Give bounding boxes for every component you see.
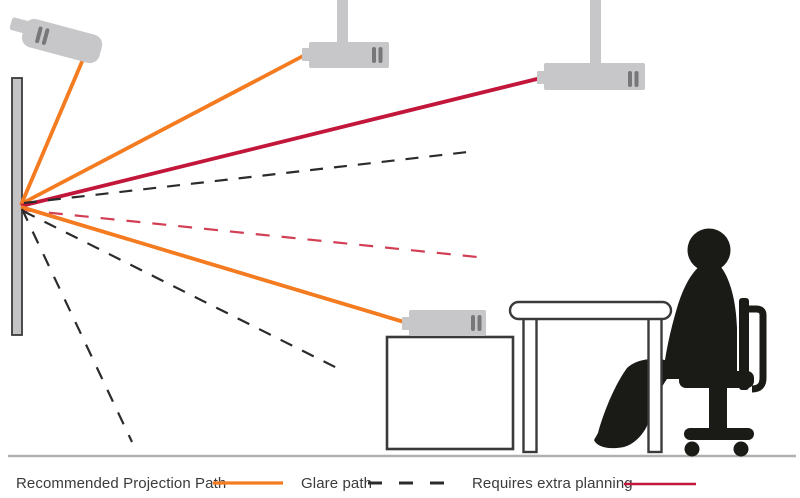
legend-line-extra-planning: [624, 482, 696, 486]
chair-wheel-left: [684, 441, 700, 457]
projector-vents: [628, 71, 639, 87]
projector-body: [21, 18, 103, 64]
person-head: [687, 228, 731, 272]
projector-ceiling-mid: [302, 0, 389, 68]
projector-body: [544, 63, 645, 90]
ray-recommended-ceiling-mid: [20, 54, 304, 206]
projector-top-left: [9, 17, 103, 64]
legend-line-glare: [368, 481, 458, 485]
ray-glare-steep: [21, 208, 133, 443]
ray-recommended-top-left: [19, 56, 86, 206]
legend-line-recommended: [213, 481, 283, 485]
projection-rays: [19, 54, 542, 443]
ray-glare-upper: [23, 150, 469, 205]
projection-screen: [11, 77, 23, 336]
projector-vents: [35, 26, 50, 45]
legend-label-extra-planning: Requires extra planning: [472, 475, 633, 492]
person-body: [594, 261, 737, 449]
seated-person-silhouette: [594, 228, 737, 449]
ceiling-mount-pole: [337, 0, 348, 46]
ceiling-mount-pole: [590, 0, 601, 66]
office-chair: [679, 298, 767, 457]
legend-label-glare: Glare path: [301, 475, 373, 492]
projector-vents: [372, 47, 383, 63]
chair-base: [684, 428, 754, 440]
ray-glare-mid: [22, 210, 340, 370]
projector-stand: [385, 335, 515, 451]
projector-body: [409, 310, 486, 336]
desk-top: [508, 300, 673, 321]
desk: [508, 300, 673, 454]
ray-extra-planning-solid: [20, 76, 542, 208]
ray-recommended-floor: [20, 205, 405, 324]
projector-on-stand: [402, 310, 486, 336]
chair-backrest-pad: [739, 298, 749, 390]
projector-ceiling-right: [537, 0, 645, 90]
legend-label-recommended: Recommended Projection Path: [16, 475, 227, 492]
chair-column: [709, 387, 727, 431]
desk-leg-right: [647, 310, 663, 454]
chair-back-frame: [746, 305, 767, 393]
chair-wheel-right: [733, 441, 749, 457]
projector-vents: [471, 315, 482, 331]
desk-leg-left: [522, 310, 538, 454]
chair-seat: [679, 371, 754, 388]
ray-extra-planning-dashed: [22, 208, 478, 259]
projector-body: [309, 42, 389, 68]
